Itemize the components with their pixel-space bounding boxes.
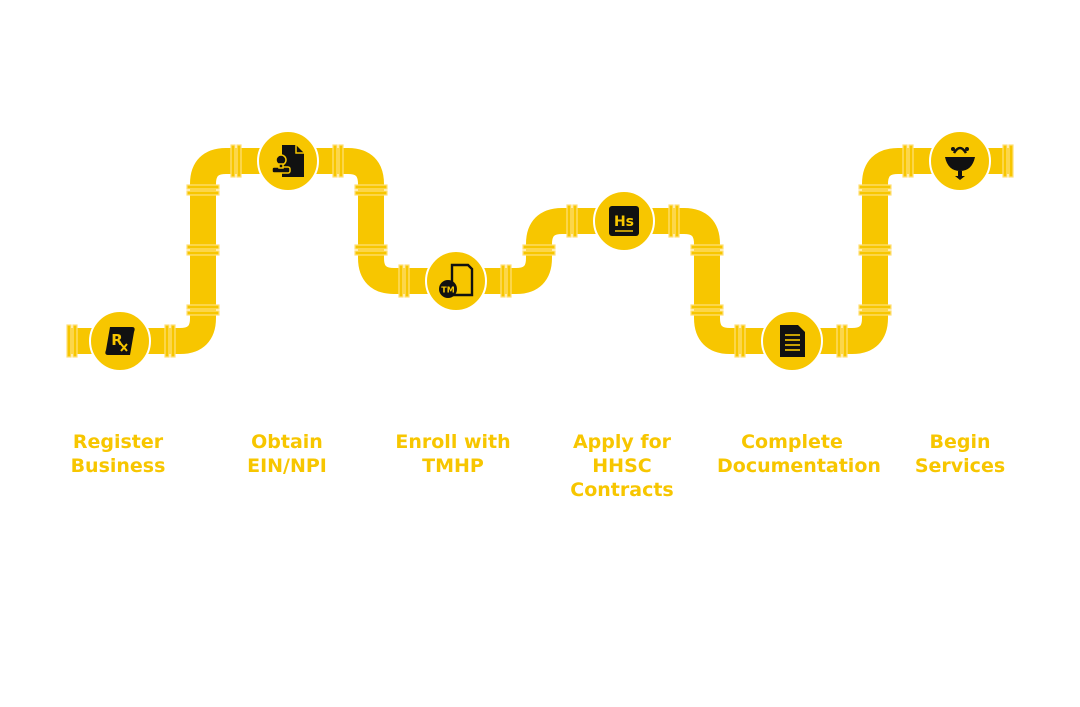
step-node [257,130,319,192]
pipe-joint [858,184,892,190]
pipe-joint [858,244,892,250]
pipe-joint [398,264,404,298]
pipe-joint [354,244,388,250]
page-title: Launching a Home Health Agency in Texas [162,42,918,77]
pipe-joint [522,250,556,256]
pipe-joint [572,204,578,238]
pipe-joint [354,250,388,256]
pipe-joint [690,250,724,256]
pipe-joint [566,204,572,238]
pipe-joint [332,144,338,178]
step-number: 02 [268,388,306,418]
svg-text:Hs: Hs [614,214,634,230]
pipe-joint [186,184,220,190]
document-icon [780,325,805,357]
step-title: Register Business [70,431,166,477]
step-number: 01 [99,388,137,418]
pipe-joint [186,304,220,310]
pipe-joint [690,304,724,310]
pipe-joint [690,310,724,316]
step-title: Complete Documentation [717,431,881,477]
pipe-joint [1002,144,1008,178]
step-description: Establish the business entity with the s… [45,493,191,526]
pipe-joint [858,250,892,256]
step-description: Start delivering care to clients [885,493,1035,526]
step-title: Enroll with TMHP [395,431,511,477]
hhsc-logo-icon: Hs [609,206,639,236]
pipe-joint [908,144,914,178]
pipe-joint [186,250,220,256]
pipe-joint [842,324,848,358]
pipe-joint [170,324,176,358]
pipe-joint [690,244,724,250]
pipe-joint [186,190,220,196]
step-node: R [89,310,151,372]
svg-text:R: R [111,331,123,349]
step-description: Submit applications to Health and Human … [549,517,695,568]
pipe-joint [858,310,892,316]
pipe-joint [740,324,746,358]
step-description: Register with the Texas Medicaid program [397,493,509,544]
trademark-document-icon: TM [439,263,474,298]
step-node-circle [425,250,487,312]
step-nodes: R TM Hs [89,130,991,372]
step-title: Obtain EIN/NPI [247,431,327,477]
step-title: Apply for HHSC Contracts [570,431,674,501]
pipe-joint [354,190,388,196]
step-number: 06 [941,388,979,418]
pipe-joint [858,304,892,310]
pipe-joint [354,184,388,190]
pipe-joint [734,324,740,358]
pipe-joint [230,144,236,178]
pipe-joint [858,190,892,196]
pipe-joint [674,204,680,238]
pipe-joint [164,324,170,358]
pipe-joint [506,264,512,298]
step-number: 05 [773,388,811,418]
pipe-joint [1008,144,1014,178]
step-node [929,130,991,192]
pipe-joint [902,144,908,178]
pipe-joint [236,144,242,178]
step-number: 04 [603,388,641,418]
pipe-joint [404,264,410,298]
pipe-joints [66,144,1014,358]
pipe-joint [522,244,556,250]
pipe-joint [500,264,506,298]
step-number: 03 [434,388,472,418]
pipe-joint [836,324,842,358]
step-description: Secure federal tax ID and provider ident… [214,493,360,526]
step-description: Finalize all required paperwork [728,493,856,526]
step-title: Begin Services [914,431,1006,477]
document-stamp-icon [271,145,304,177]
svg-text:TM: TM [441,286,454,295]
pipe-joint [72,324,78,358]
pipe-joint [668,204,674,238]
step-node: Hs [593,190,655,252]
step-node [761,310,823,372]
prescription-icon: R [105,327,135,355]
pipe-joint [338,144,344,178]
step-node: TM [425,250,487,312]
service-bell-icon [945,146,975,180]
pipe-joint [66,324,72,358]
pipe-joint [186,244,220,250]
pipe-joint [186,310,220,316]
